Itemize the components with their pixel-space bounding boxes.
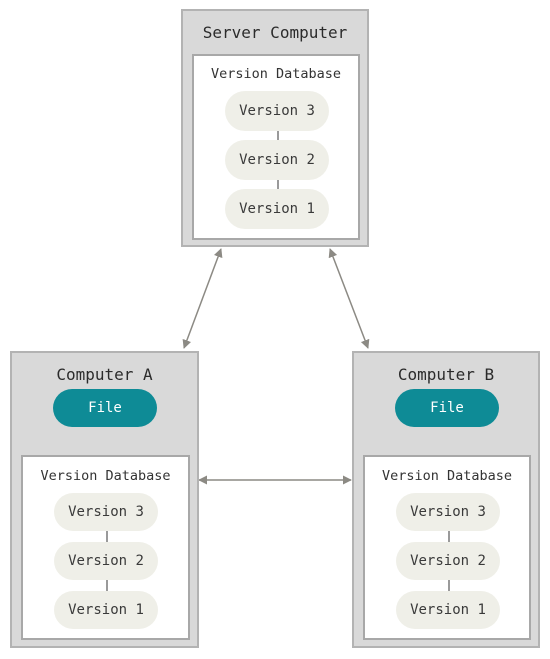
server-version-3: Version 3 [225,91,329,131]
computer-a-title: Computer A [56,365,153,384]
computer-b-version-3: Version 3 [396,493,500,531]
computer-a-version-database: Version Database Version 3 Version 2 Ver… [21,455,190,640]
server-version-1: Version 1 [225,189,329,229]
server-computer-box: Server Computer Version Database Version… [181,9,369,247]
server-computer-title: Server Computer [202,23,348,42]
server-version-database: Version Database Version 3 Version 2 Ver… [192,54,360,240]
computer-b-version-2: Version 2 [396,542,500,580]
computer-a-database-label: Version Database [40,468,171,484]
computer-a-version-1: Version 1 [54,591,158,629]
computer-b-version-1: Version 1 [396,591,500,629]
arrow-server-computer-a [182,248,223,349]
computer-b-database-label: Version Database [381,468,513,484]
computer-a-box: Computer A File Version Database Version… [10,351,199,648]
computer-b-box: Computer B File Version Database Version… [352,351,540,648]
computer-a-file: File [53,389,157,427]
server-version-2: Version 2 [225,140,329,180]
computer-b-file: File [395,389,499,427]
computer-b-title: Computer B [397,365,495,384]
computer-a-version-3: Version 3 [54,493,158,531]
computer-a-version-2: Version 2 [54,542,158,580]
server-database-label: Version Database [210,66,342,82]
computer-b-version-database: Version Database Version 3 Version 2 Ver… [363,455,531,640]
arrow-server-computer-b [328,248,370,349]
